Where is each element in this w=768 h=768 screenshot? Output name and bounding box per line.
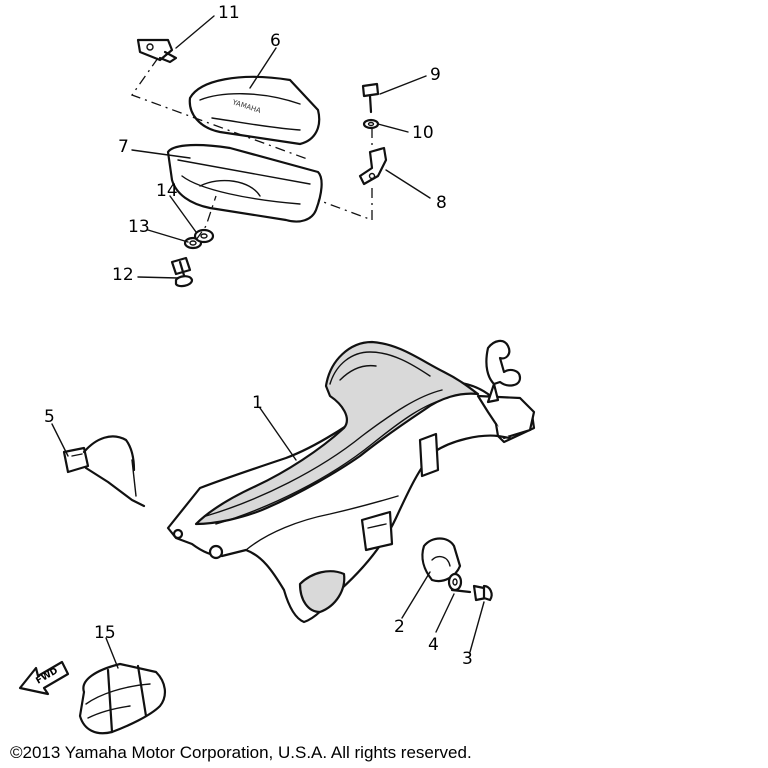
callout-15: 15 (94, 623, 116, 643)
part-1-frame (166, 339, 536, 624)
part-8-clip (358, 146, 388, 186)
part-7-tray (166, 143, 323, 223)
leader-lines (51, 15, 485, 669)
callout-5: 5 (44, 407, 55, 427)
fwd-arrow-icon: FWD (18, 660, 70, 696)
part-15-connector (78, 662, 166, 735)
part-10-washer (362, 118, 380, 130)
assembly-lines (130, 57, 373, 241)
callout-10: 10 (412, 123, 434, 143)
part-12-screw (170, 256, 194, 288)
part-4-washer (447, 572, 463, 592)
callout-8: 8 (436, 193, 447, 213)
callout-3: 3 (462, 649, 473, 669)
part-14-grommet (193, 228, 215, 244)
callout-14: 14 (156, 181, 178, 201)
callout-1: 1 (252, 393, 263, 413)
part-3-bolt (450, 584, 493, 602)
part-11-bracket (136, 38, 178, 64)
callout-labels: 11 6 7 14 13 12 9 10 8 1 5 2 4 3 15 (44, 3, 473, 669)
callout-12: 12 (112, 265, 134, 285)
callout-2: 2 (394, 617, 405, 637)
callout-4: 4 (428, 635, 439, 655)
callout-13: 13 (128, 217, 150, 237)
part-6-cover: YAMAHA (188, 75, 321, 146)
callout-6: 6 (270, 31, 281, 51)
part-5-clamp (62, 435, 146, 508)
callout-11: 11 (218, 3, 240, 23)
callout-7: 7 (118, 137, 129, 157)
part-9-bolt (361, 82, 380, 114)
copyright-notice: ©2013 Yamaha Motor Corporation, U.S.A. A… (10, 743, 472, 762)
callout-9: 9 (430, 65, 441, 85)
